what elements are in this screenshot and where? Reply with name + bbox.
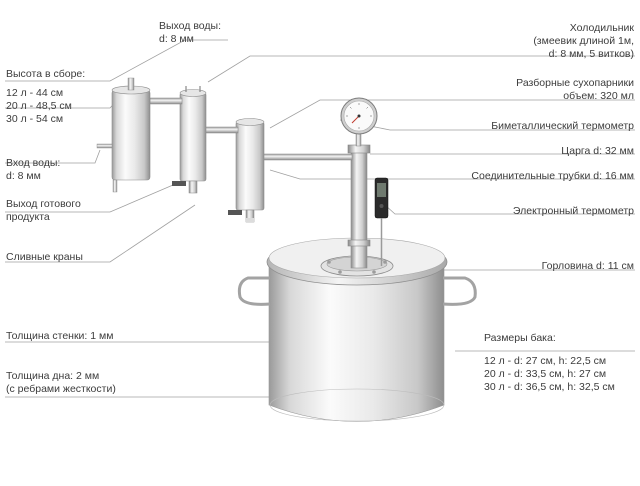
leader-tubes	[269, 169, 635, 180]
label-cooler-line2: (змеевик длиной 1м,	[533, 35, 634, 47]
label-tank-title: Размеры бака:	[484, 332, 556, 344]
label-electronic-thermometer: Электронный термометр	[512, 205, 634, 217]
steamer-1	[172, 86, 207, 194]
label-water-in-value: d: 8 мм	[6, 170, 41, 182]
label-height-30: 30 л - 54 см	[6, 113, 64, 125]
label-cooler-line1: Холодильник	[569, 22, 634, 34]
label-tank-20: 20 л - d: 33,5 см, h: 27 см	[484, 368, 607, 380]
leader-electronic	[384, 204, 635, 215]
label-tubes: Соединительные трубки d: 16 мм	[471, 170, 634, 182]
label-drain-taps: Сливные краны	[6, 251, 83, 263]
leader-drain-taps	[5, 204, 196, 263]
connecting-tube-1	[261, 153, 353, 161]
label-bimetal-thermometer: Биметаллический термометр	[491, 120, 634, 132]
label-water-in: Вход воды: d: 8 мм	[6, 157, 60, 183]
label-height: Высота в сборе:	[6, 68, 85, 81]
label-neck: Горловина d: 11 см	[541, 260, 634, 272]
label-column: Царга d: 32 мм	[561, 145, 634, 157]
label-tank-sizes: 12 л - d: 27 см, h: 22,5 см 20 л - d: 33…	[484, 355, 615, 394]
connecting-tube-3	[149, 97, 183, 105]
label-tank-12: 12 л - d: 27 см, h: 22,5 см	[484, 355, 607, 367]
leader-water-in	[5, 149, 101, 164]
column	[347, 144, 371, 269]
electronic-thermometer	[374, 177, 389, 266]
label-water-out-title: Выход воды:	[159, 20, 221, 32]
label-steamers: Разборные сухопарники объем: 320 мл	[516, 77, 634, 103]
label-bottom-line1: Толщина дна: 2 мм	[6, 370, 100, 382]
label-product-out-line1: Выход готового	[6, 198, 81, 210]
label-height-title: Высота в сборе:	[6, 68, 86, 80]
bimetal-thermometer	[340, 97, 378, 147]
label-product-out: Выход готового продукта	[6, 198, 81, 224]
leader-product-out	[5, 181, 181, 213]
label-water-in-title: Вход воды:	[6, 157, 61, 169]
label-wall-thickness: Толщина стенки: 1 мм	[6, 330, 114, 342]
steamer-2	[228, 118, 265, 223]
leader-water-out	[5, 39, 228, 82]
label-bottom-thickness: Толщина дна: 2 мм (с ребрами жесткости)	[6, 370, 116, 396]
label-height-20: 20 л - 48,5 см	[6, 100, 72, 112]
cooler	[96, 77, 151, 193]
label-water-out-value: d: 8 мм	[159, 33, 194, 45]
label-height-values: 12 л - 44 см 20 л - 48,5 см 30 л - 54 см	[6, 87, 72, 126]
label-cooler-line3: d: 8 мм, 5 витков)	[548, 48, 634, 60]
connecting-tube-2	[203, 126, 239, 134]
label-product-out-line2: продукта	[6, 211, 50, 223]
leader-steamers	[269, 99, 635, 129]
label-tank-30: 30 л - d: 36,5 см, h: 32,5 см	[484, 381, 615, 393]
label-water-out: Выход воды: d: 8 мм	[159, 20, 221, 46]
label-cooler: Холодильник (змеевик длиной 1м, d: 8 мм,…	[533, 22, 634, 61]
leader-cooler	[207, 55, 635, 83]
label-steamers-line1: Разборные сухопарники	[516, 77, 634, 89]
label-steamers-line2: объем: 320 мл	[563, 90, 634, 102]
label-bottom-line2: (с ребрами жесткости)	[6, 383, 116, 395]
label-height-12: 12 л - 44 см	[6, 87, 64, 99]
